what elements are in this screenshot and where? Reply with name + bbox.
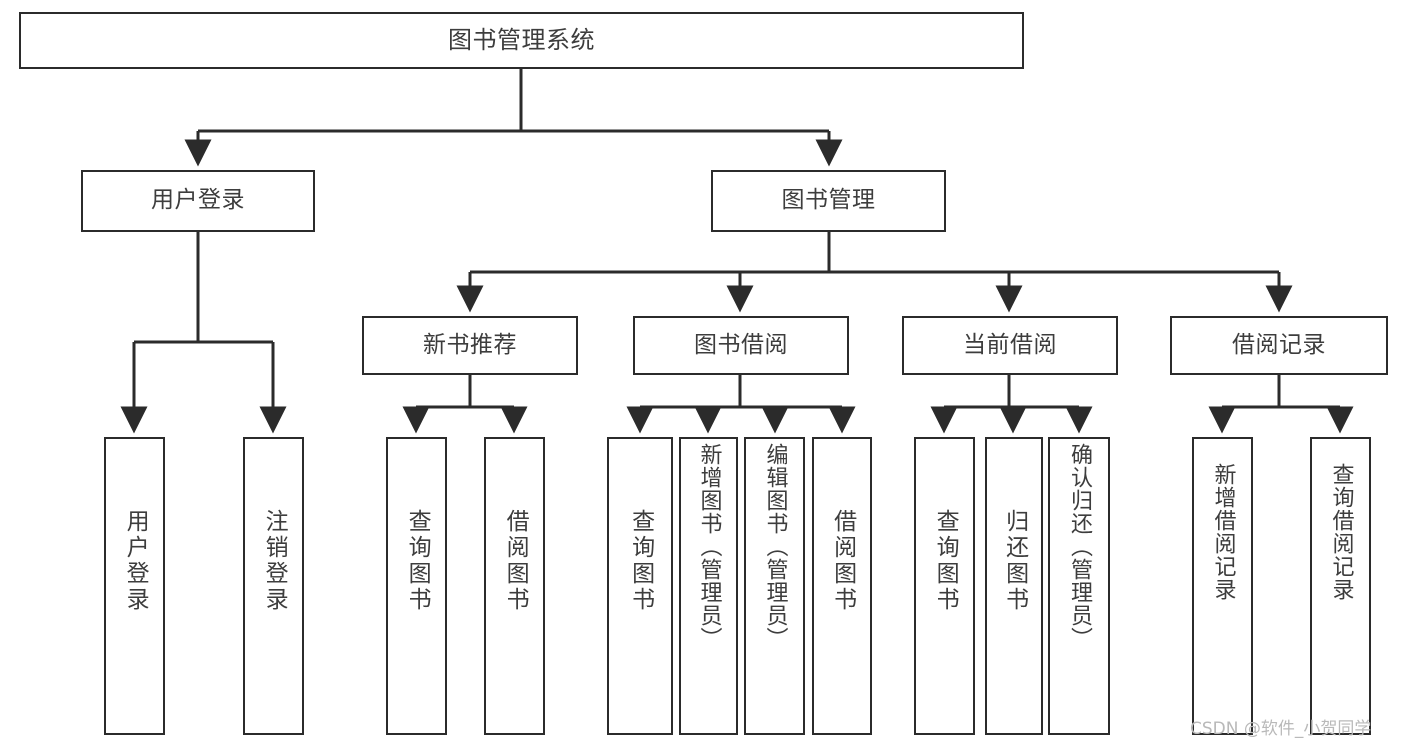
node-leaf-return-book[interactable]: 归还图书 (985, 437, 1043, 735)
node-leaf-add-book-label: 新增图书（管理员） (696, 443, 722, 650)
node-leaf-query-record-label: 查询借阅记录 (1328, 463, 1354, 601)
node-leaf-borrow-book-2[interactable]: 借阅图书 (812, 437, 872, 735)
node-leaf-user-logout[interactable]: 注销登录 (243, 437, 304, 735)
node-book-borrow[interactable]: 图书借阅 (633, 316, 849, 375)
node-leaf-edit-book[interactable]: 编辑图书（管理员） (744, 437, 805, 735)
node-leaf-query-book-1[interactable]: 查询图书 (386, 437, 447, 735)
node-leaf-user-logout-label: 注销登录 (261, 509, 288, 613)
node-leaf-query-book-1-label: 查询图书 (404, 509, 431, 613)
node-book-borrow-label: 图书借阅 (694, 331, 788, 358)
node-borrow-record-label: 借阅记录 (1232, 331, 1326, 358)
node-new-book-recommend-label: 新书推荐 (423, 331, 517, 358)
node-leaf-query-record[interactable]: 查询借阅记录 (1310, 437, 1371, 735)
node-leaf-confirm-return-label: 确认归还（管理员） (1066, 443, 1092, 650)
node-current-borrow-label: 当前借阅 (963, 331, 1057, 358)
node-leaf-borrow-book-2-label: 借阅图书 (829, 509, 856, 613)
node-leaf-add-record-label: 新增借阅记录 (1210, 463, 1236, 601)
node-leaf-edit-book-label: 编辑图书（管理员） (762, 443, 788, 650)
node-leaf-borrow-book-1-label: 借阅图书 (502, 509, 529, 613)
node-leaf-borrow-book-1[interactable]: 借阅图书 (484, 437, 545, 735)
node-borrow-record[interactable]: 借阅记录 (1170, 316, 1388, 375)
node-new-book-recommend[interactable]: 新书推荐 (362, 316, 578, 375)
node-leaf-query-book-3[interactable]: 查询图书 (914, 437, 975, 735)
node-leaf-query-book-3-label: 查询图书 (932, 509, 959, 613)
node-leaf-query-book-2-label: 查询图书 (627, 509, 654, 613)
node-leaf-add-book[interactable]: 新增图书（管理员） (679, 437, 738, 735)
node-leaf-user-login-label: 用户登录 (122, 509, 149, 613)
node-leaf-confirm-return[interactable]: 确认归还（管理员） (1048, 437, 1110, 735)
node-current-borrow[interactable]: 当前借阅 (902, 316, 1118, 375)
node-root-label: 图书管理系统 (448, 26, 595, 55)
node-book-manage-label: 图书管理 (781, 187, 876, 214)
watermark: CSDN @软件_小贺同学 (1190, 719, 1372, 739)
node-leaf-user-login[interactable]: 用户登录 (104, 437, 165, 735)
node-user-login-label: 用户登录 (151, 187, 245, 214)
node-root[interactable]: 图书管理系统 (19, 12, 1024, 69)
node-leaf-add-record[interactable]: 新增借阅记录 (1192, 437, 1253, 735)
node-book-manage[interactable]: 图书管理 (711, 170, 946, 232)
node-leaf-query-book-2[interactable]: 查询图书 (607, 437, 673, 735)
node-leaf-return-book-label: 归还图书 (1001, 509, 1028, 613)
node-user-login[interactable]: 用户登录 (81, 170, 315, 232)
